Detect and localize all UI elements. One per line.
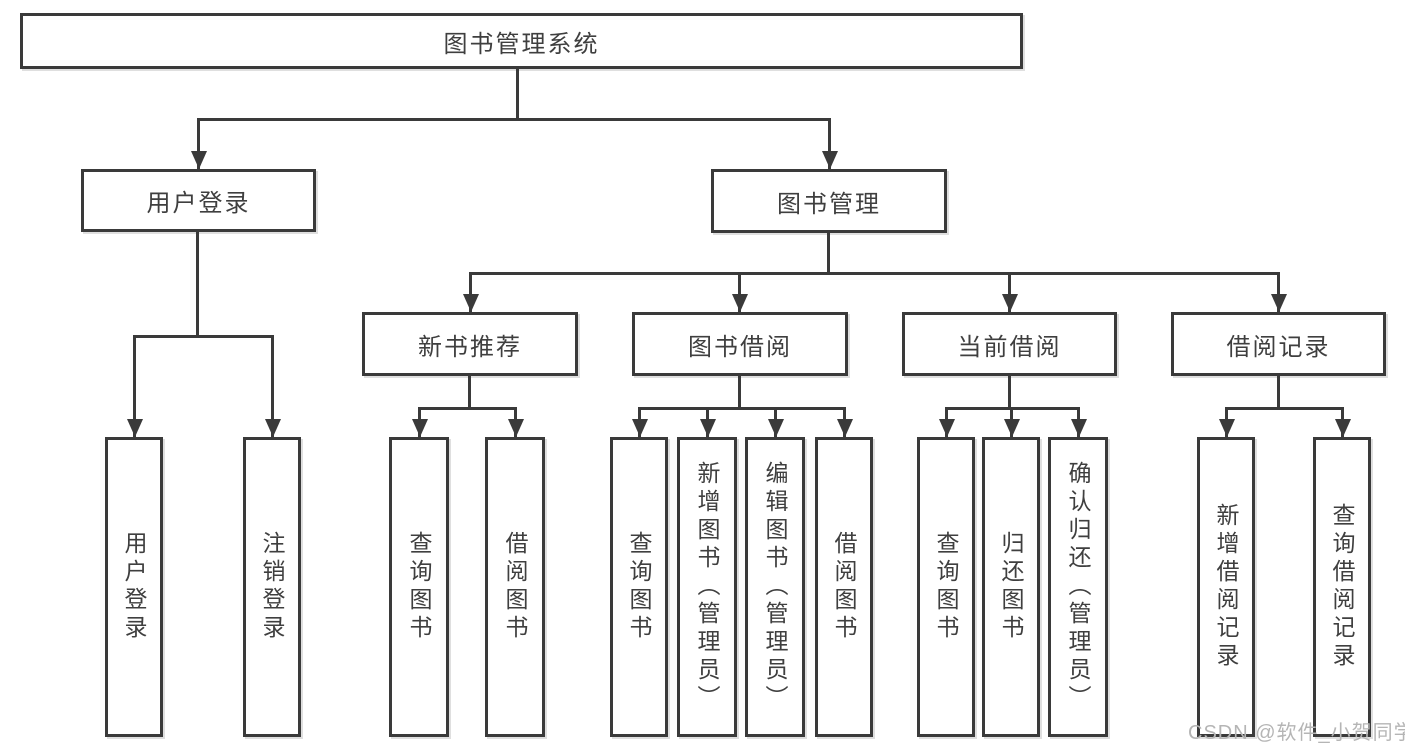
arrow-down-icon [418, 407, 421, 437]
arrow-down-icon [133, 335, 136, 437]
node-leaf-user-login: 用户登录 [105, 437, 163, 737]
arrow-down-icon [271, 335, 274, 437]
node-leaf-recommend-query-book: 查询图书 [389, 437, 449, 737]
arrow-down-icon [945, 407, 948, 437]
connector-user-login-rail [133, 335, 274, 338]
arrow-down-icon [469, 272, 472, 312]
connector-book-management-rail [469, 272, 1280, 275]
node-leaf-current-query-book: 查询图书 [917, 437, 975, 737]
arrow-down-icon [843, 407, 846, 437]
arrow-down-icon [1077, 407, 1080, 437]
connector-current-borrow-stem [1008, 376, 1011, 410]
arrow-down-icon [738, 272, 741, 312]
node-leaf-recommend-borrow-book: 借阅图书 [485, 437, 545, 737]
node-leaf-borrow-book: 借阅图书 [815, 437, 873, 737]
node-leaf-add-borrow-record: 新增借阅记录 [1197, 437, 1255, 737]
arrow-down-icon [197, 118, 200, 169]
node-leaf-return-book: 归还图书 [982, 437, 1040, 737]
connector-root-stem [516, 69, 519, 121]
node-leaf-query-borrow-record: 查询借阅记录 [1313, 437, 1371, 737]
arrow-down-icon [1010, 407, 1013, 437]
arrow-down-icon [706, 407, 709, 437]
connector-user-login-stem [196, 232, 199, 338]
arrow-down-icon [1277, 272, 1280, 312]
connector-borrow-record-rail [1225, 407, 1344, 410]
node-book-management: 图书管理 [711, 169, 947, 233]
arrow-down-icon [1008, 272, 1011, 312]
node-leaf-borrow-query-book: 查询图书 [610, 437, 668, 737]
node-new-book-recommend: 新书推荐 [362, 312, 578, 376]
arrow-down-icon [828, 118, 831, 169]
arrow-down-icon [774, 407, 777, 437]
connector-new-book-rail [418, 407, 517, 410]
node-leaf-edit-book-admin: 编辑图书（管理员） [745, 437, 805, 737]
arrow-down-icon [1341, 407, 1344, 437]
arrow-down-icon [1225, 407, 1228, 437]
connector-book-borrow-rail [638, 407, 846, 410]
node-leaf-confirm-return-admin: 确认归还（管理员） [1048, 437, 1108, 737]
connector-book-management-stem [827, 233, 830, 275]
node-leaf-logout: 注销登录 [243, 437, 301, 737]
node-leaf-add-book-admin: 新增图书（管理员） [677, 437, 737, 737]
connector-borrow-record-stem [1277, 376, 1280, 410]
node-borrow-record: 借阅记录 [1171, 312, 1386, 376]
node-user-login: 用户登录 [81, 169, 316, 232]
node-current-borrow: 当前借阅 [902, 312, 1117, 376]
node-book-borrow: 图书借阅 [632, 312, 848, 376]
connector-new-book-stem [468, 376, 471, 410]
node-library-management-system: 图书管理系统 [20, 13, 1023, 69]
arrow-down-icon [638, 407, 641, 437]
arrow-down-icon [514, 407, 517, 437]
csdn-watermark: CSDN @软件_小贺同学 [1188, 722, 1405, 744]
connector-root-rail [197, 118, 831, 121]
connector-book-borrow-stem [738, 376, 741, 410]
